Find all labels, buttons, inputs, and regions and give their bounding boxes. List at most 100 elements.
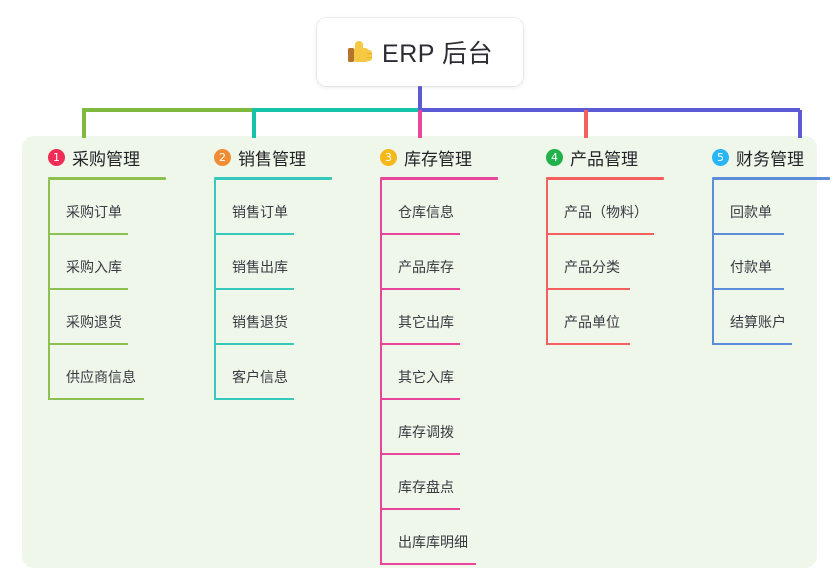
leaf-item[interactable]: 付款单	[694, 235, 830, 290]
leaf-item[interactable]: 结算账户	[694, 290, 830, 345]
leaf-item-label: 采购退货	[66, 314, 122, 330]
branch-spine	[546, 180, 548, 345]
leaf-item[interactable]: 产品库存	[362, 235, 498, 290]
leaf-item[interactable]: 产品分类	[528, 235, 664, 290]
leaf-item-label: 回款单	[730, 204, 772, 220]
leaf-item[interactable]: 出库库明细	[362, 510, 498, 565]
root-node-card[interactable]: ERP 后台	[317, 18, 523, 86]
leaf-item[interactable]: 仓库信息	[362, 180, 498, 235]
leaf-item-label: 仓库信息	[398, 204, 454, 220]
leaf-item-underline	[380, 233, 460, 235]
leaf-item-underline	[712, 233, 784, 235]
leaf-item-label: 供应商信息	[66, 369, 136, 385]
branch-spine	[712, 180, 714, 345]
branch-column-sales: 2 销售管理销售订单销售出库销售退货客户信息	[196, 144, 332, 400]
leaf-item[interactable]: 销售退货	[196, 290, 332, 345]
leaf-item-underline	[380, 453, 460, 455]
branch-header-sales[interactable]: 2 销售管理	[196, 144, 332, 170]
leaf-item[interactable]: 产品（物料）	[528, 180, 664, 235]
leaf-item-label: 产品（物料）	[564, 204, 648, 220]
leaf-item-label: 产品分类	[564, 259, 620, 275]
leaf-item[interactable]: 其它入库	[362, 345, 498, 400]
branch-item-list: 仓库信息产品库存其它出库其它入库库存调拨库存盘点出库库明细	[362, 180, 498, 565]
branch-title: 库存管理	[404, 149, 472, 169]
branch-number-badge: 4	[546, 148, 563, 166]
leaf-item-label: 产品单位	[564, 314, 620, 330]
branch-number-badge: 1	[48, 148, 65, 166]
leaf-item[interactable]: 回款单	[694, 180, 830, 235]
branch-spine	[380, 180, 382, 565]
leaf-item-underline	[214, 288, 294, 290]
leaf-item-underline	[380, 343, 460, 345]
leaf-item-label: 销售退货	[232, 314, 288, 330]
connector-hbar-segment-1	[82, 108, 252, 112]
connector-stub-1	[82, 110, 86, 138]
leaf-item-underline	[48, 398, 144, 400]
branch-number-badge: 2	[214, 148, 231, 166]
branch-item-list: 采购订单采购入库采购退货供应商信息	[30, 180, 166, 400]
branch-header-underline	[48, 177, 166, 180]
leaf-item-label: 其它出库	[398, 314, 454, 330]
leaf-item-underline	[48, 233, 128, 235]
branch-header-underline	[214, 177, 332, 180]
root-node-title: ERP 后台	[382, 40, 493, 68]
leaf-item-underline	[214, 233, 294, 235]
leaf-item[interactable]: 其它出库	[362, 290, 498, 345]
thumbs-up-icon	[347, 39, 373, 65]
diagram-background-panel	[22, 136, 817, 568]
leaf-item-underline	[48, 343, 128, 345]
leaf-item-label: 客户信息	[232, 369, 288, 385]
branch-header-underline	[380, 177, 498, 180]
branch-column-product: 4 产品管理产品（物料） 产品分类产品单位	[528, 144, 664, 345]
leaf-item-label: 结算账户	[730, 314, 786, 330]
branch-title: 产品管理	[570, 149, 638, 169]
leaf-item-label: 库存盘点	[398, 479, 454, 495]
branch-item-list: 产品（物料） 产品分类产品单位	[528, 180, 664, 345]
branch-item-list: 回款单付款单结算账户	[694, 180, 830, 345]
connector-hbar-segment-3	[418, 108, 800, 112]
root-node-inner: ERP 后台	[347, 34, 493, 70]
leaf-item-underline	[546, 288, 630, 290]
leaf-item[interactable]: 采购退货	[30, 290, 166, 345]
branch-item-list: 销售订单销售出库销售退货客户信息	[196, 180, 332, 400]
branch-title: 销售管理	[238, 149, 306, 169]
leaf-item-label: 其它入库	[398, 369, 454, 385]
leaf-item[interactable]: 供应商信息	[30, 345, 166, 400]
leaf-item-underline	[712, 288, 784, 290]
connector-stub-3	[418, 110, 422, 138]
branch-header-underline	[712, 177, 830, 180]
leaf-item[interactable]: 客户信息	[196, 345, 332, 400]
branch-header-product[interactable]: 4 产品管理	[528, 144, 664, 170]
leaf-item-underline	[214, 343, 294, 345]
leaf-item[interactable]: 采购入库	[30, 235, 166, 290]
leaf-item[interactable]: 库存调拨	[362, 400, 498, 455]
connector-stub-5	[798, 110, 802, 138]
leaf-item[interactable]: 库存盘点	[362, 455, 498, 510]
leaf-item-underline	[380, 563, 476, 565]
leaf-item-underline	[214, 398, 294, 400]
leaf-item-label: 库存调拨	[398, 424, 454, 440]
branch-spine	[214, 180, 216, 400]
leaf-item-label: 付款单	[730, 259, 772, 275]
leaf-item[interactable]: 采购订单	[30, 180, 166, 235]
leaf-item-underline	[380, 288, 460, 290]
leaf-item[interactable]: 销售出库	[196, 235, 332, 290]
branch-spine	[48, 180, 50, 400]
branch-title: 财务管理	[736, 149, 804, 169]
leaf-item[interactable]: 销售订单	[196, 180, 332, 235]
connector-trunk	[418, 86, 422, 110]
connector-hbar-segment-2	[252, 108, 420, 112]
leaf-item[interactable]: 产品单位	[528, 290, 664, 345]
leaf-item-label: 销售订单	[232, 204, 288, 220]
leaf-item-underline	[380, 508, 460, 510]
leaf-item-label: 采购订单	[66, 204, 122, 220]
leaf-item-label: 产品库存	[398, 259, 454, 275]
leaf-item-label: 出库库明细	[398, 534, 468, 550]
